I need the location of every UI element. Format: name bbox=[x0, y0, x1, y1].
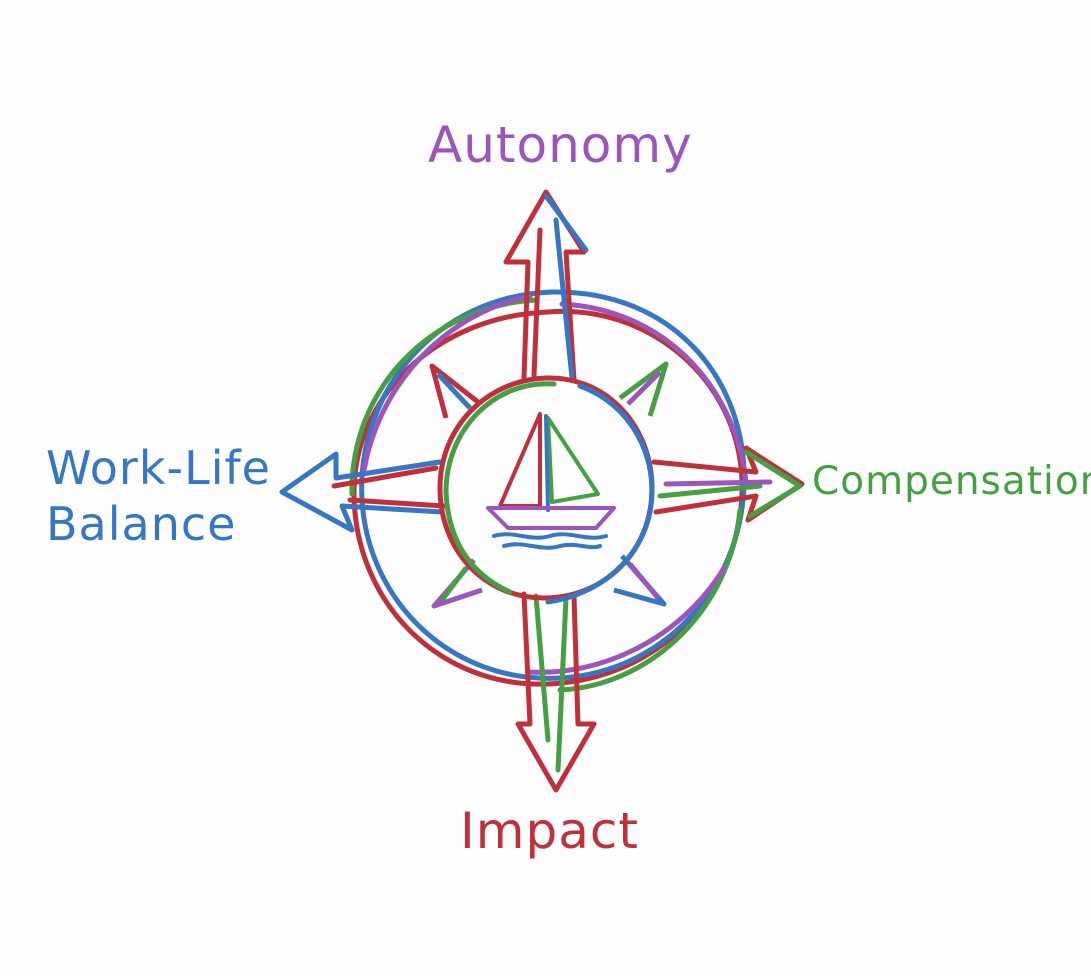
sailboat-wave-2 bbox=[502, 542, 602, 550]
arrow-west bbox=[279, 451, 447, 533]
sailboat-jib bbox=[546, 416, 600, 504]
label-compensation: Compensation bbox=[812, 459, 1091, 504]
point-sw-inner bbox=[440, 566, 468, 602]
arrow-south-shaft-green bbox=[533, 593, 569, 773]
inner-ring-stroke-green bbox=[443, 381, 557, 595]
point-ne-inner bbox=[626, 370, 662, 406]
sailboat-mast bbox=[544, 414, 550, 512]
arrow-east bbox=[651, 445, 805, 523]
arrow-north bbox=[503, 189, 589, 383]
sailboat-hull bbox=[486, 506, 616, 530]
point-nw bbox=[429, 363, 480, 419]
point-se-inner bbox=[628, 562, 660, 600]
arrow-south bbox=[515, 591, 597, 793]
arrow-north-shaft-blue bbox=[543, 193, 589, 381]
arrow-west-shaft-red bbox=[331, 465, 447, 509]
label-work-life-balance-line1: Work-Life bbox=[46, 441, 271, 495]
arrow-north-outline bbox=[503, 189, 587, 383]
point-nw-inner bbox=[436, 372, 472, 410]
outer-ring bbox=[349, 289, 749, 693]
arrow-south-outline bbox=[515, 591, 597, 793]
arrow-east-outline bbox=[651, 445, 805, 523]
sailboat-wave-1 bbox=[492, 532, 608, 540]
point-ne bbox=[618, 361, 669, 417]
label-work-life-balance: Work-Life Balance bbox=[46, 440, 271, 552]
diagonal-points bbox=[429, 361, 669, 609]
inner-ring-stroke-blue bbox=[545, 383, 655, 605]
label-autonomy: Autonomy bbox=[428, 116, 693, 174]
arrow-east-shaft-purple bbox=[663, 479, 773, 487]
sailboat-icon bbox=[486, 412, 616, 550]
label-impact: Impact bbox=[460, 802, 639, 860]
arrow-east-shaft-green bbox=[657, 449, 803, 519]
sailboat-mainsail bbox=[498, 412, 542, 508]
arrow-north-shaft-red bbox=[531, 227, 543, 379]
inner-ring bbox=[437, 375, 655, 605]
outer-ring-stroke-purple bbox=[361, 293, 749, 675]
arrow-west-outline bbox=[279, 451, 445, 533]
label-work-life-balance-line2: Balance bbox=[46, 497, 237, 552]
